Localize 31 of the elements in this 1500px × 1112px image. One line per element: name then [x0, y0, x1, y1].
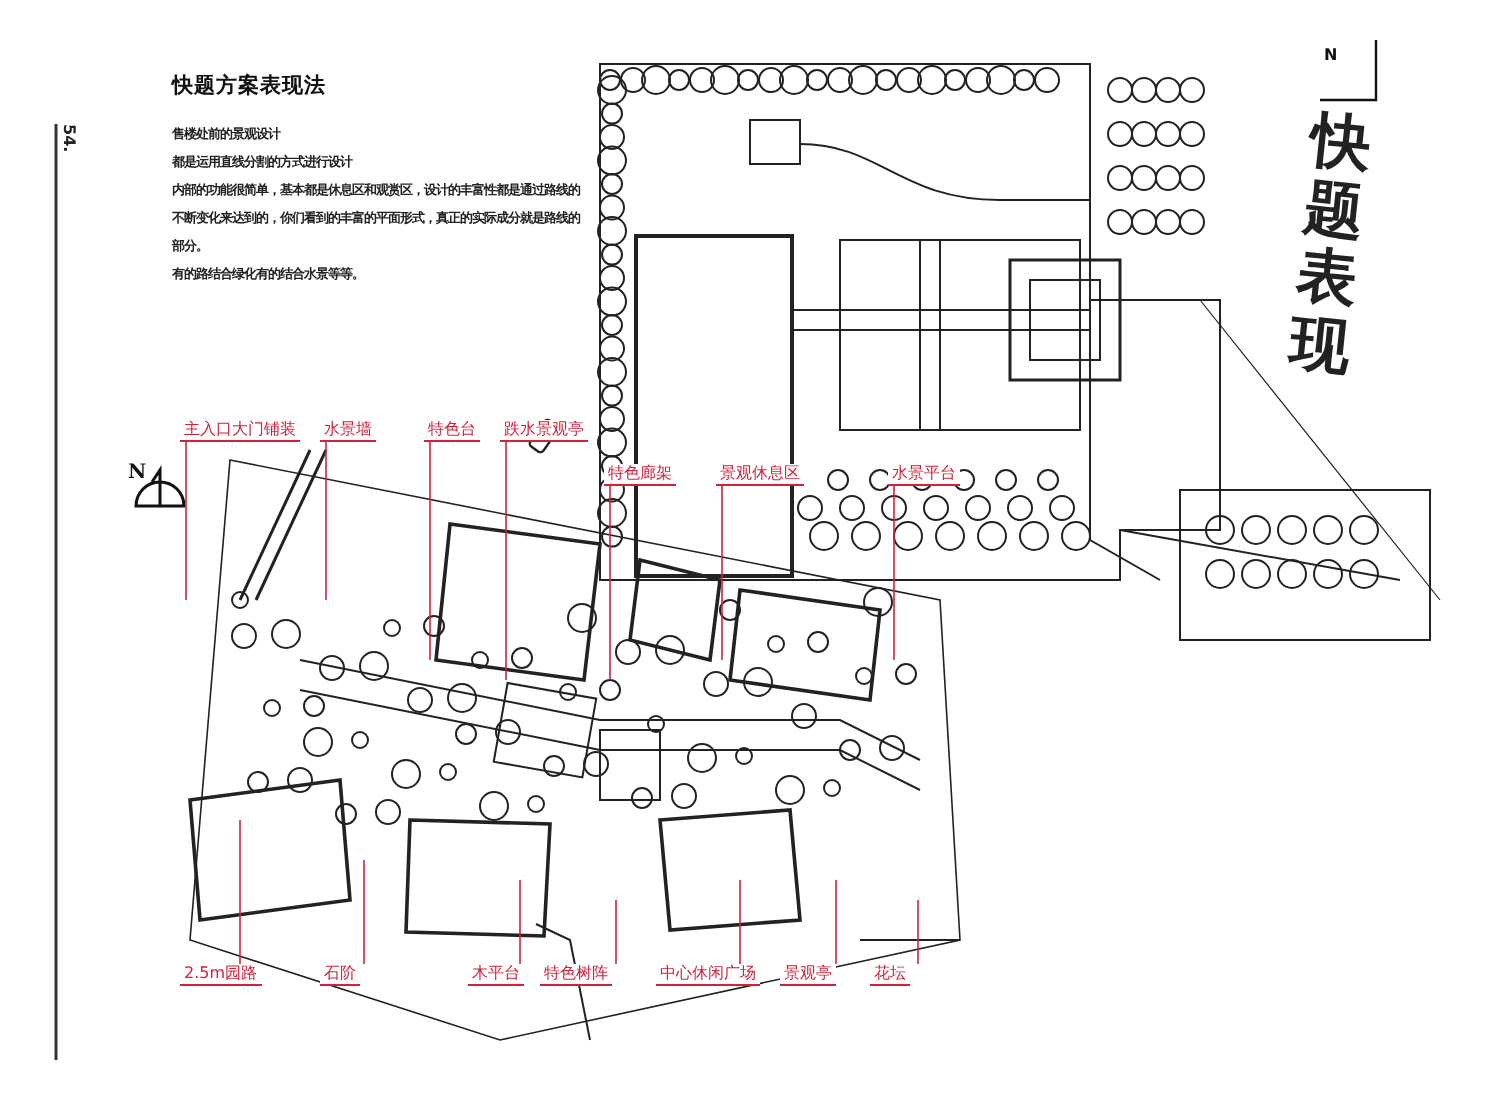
leader-line — [519, 879, 521, 965]
plan-label: 水景平台 — [888, 464, 960, 486]
plan-label: 木平台 — [468, 964, 524, 986]
leader-line — [835, 879, 837, 965]
plan-label: 跌水景观亭 — [500, 420, 588, 442]
plan-label: 2.5m园路 — [180, 964, 262, 986]
leader-line — [893, 485, 895, 661]
leader-line — [917, 899, 919, 965]
leader-line — [429, 441, 431, 661]
plan-label: 景观亭 — [780, 964, 836, 986]
leader-line — [325, 441, 327, 601]
plan-label: 花坛 — [870, 964, 910, 986]
plan-label: 中心休闲广场 — [656, 964, 760, 986]
plan-label: 特色台 — [424, 420, 480, 442]
leader-line — [721, 485, 723, 661]
page-number: 54. — [60, 124, 78, 153]
leader-line — [239, 819, 241, 965]
leader-line — [363, 859, 365, 965]
leader-line — [505, 441, 507, 681]
plan-label: 景观休息区 — [716, 464, 804, 486]
plan-label: 石阶 — [320, 964, 360, 986]
leader-line — [609, 485, 611, 681]
leader-line — [185, 441, 187, 601]
plan-label: 水景墙 — [320, 420, 376, 442]
leader-line — [739, 879, 741, 965]
leader-line — [615, 899, 617, 965]
plan-label: 特色廊架 — [604, 464, 676, 486]
title: 快题方案表现法 — [172, 72, 326, 100]
plan-label: 特色树阵 — [540, 964, 612, 986]
plan-label: 主入口大门铺装 — [180, 420, 300, 442]
calligraphy-title: 快题表现 — [1285, 107, 1377, 385]
